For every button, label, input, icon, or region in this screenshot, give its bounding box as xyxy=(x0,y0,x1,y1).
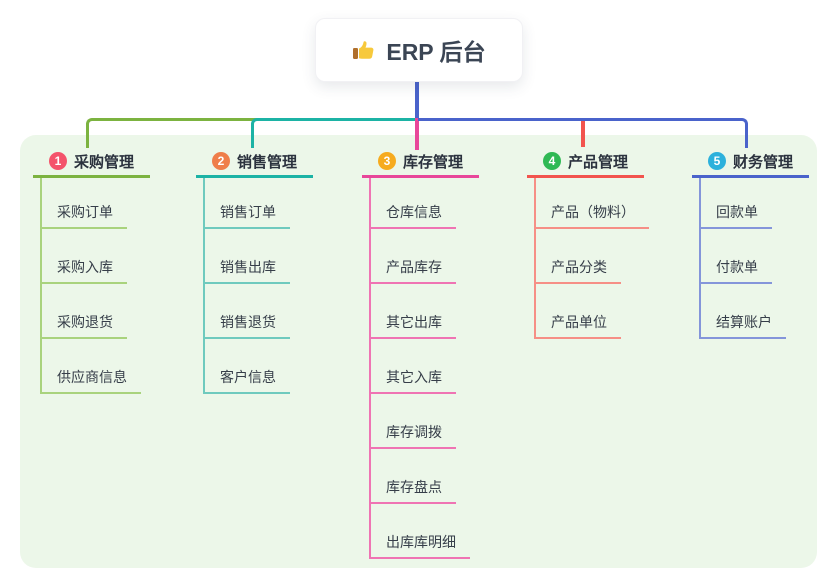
branch-label: 销售管理 xyxy=(236,153,297,171)
leaf-node[interactable]: 产品单位 xyxy=(536,284,649,339)
branch-node-1[interactable]: 1 采购管理 xyxy=(33,147,150,178)
connector-branch-5 xyxy=(418,118,748,148)
branch-label: 财务管理 xyxy=(732,153,793,171)
thumbs-up-icon xyxy=(352,38,376,62)
leaf-label: 采购入库 xyxy=(42,257,127,284)
leaf-label: 销售退货 xyxy=(205,312,290,339)
leaf-label: 仓库信息 xyxy=(371,202,456,229)
leaf-node[interactable]: 客户信息 xyxy=(205,339,290,394)
branch-label: 产品管理 xyxy=(567,153,628,171)
leaf-node[interactable]: 库存调拨 xyxy=(371,394,470,449)
leaf-label: 出库库明细 xyxy=(371,532,470,559)
leaf-node[interactable]: 采购订单 xyxy=(42,178,141,229)
leaf-node[interactable]: 销售出库 xyxy=(205,229,290,284)
leaf-label: 采购退货 xyxy=(42,312,127,339)
leaf-label: 库存盘点 xyxy=(371,477,456,504)
leaf-node[interactable]: 其它入库 xyxy=(371,339,470,394)
leaf-node[interactable]: 库存盘点 xyxy=(371,449,470,504)
leaf-node[interactable]: 产品分类 xyxy=(536,229,649,284)
leaf-node[interactable]: 采购入库 xyxy=(42,229,141,284)
root-title: ERP 后台 xyxy=(386,39,486,65)
branch-badge-2: 2 xyxy=(211,152,230,170)
leaf-label: 产品（物料） xyxy=(536,202,649,229)
branch-children-5: 回款单付款单结算账户 xyxy=(699,178,786,339)
leaf-label: 客户信息 xyxy=(205,367,290,394)
connector-branch-2 xyxy=(251,118,419,148)
leaf-label: 供应商信息 xyxy=(42,367,141,394)
leaf-label: 产品单位 xyxy=(536,312,621,339)
leaf-node[interactable]: 采购退货 xyxy=(42,284,141,339)
branch-children-1: 采购订单采购入库采购退货供应商信息 xyxy=(40,178,141,394)
leaf-node[interactable]: 销售退货 xyxy=(205,284,290,339)
branch-children-4: 产品（物料） 产品分类产品单位 xyxy=(534,178,649,339)
leaf-label: 付款单 xyxy=(701,257,772,284)
leaf-label: 产品库存 xyxy=(371,257,456,284)
mindmap-panel xyxy=(20,135,817,568)
branch-node-3[interactable]: 3 库存管理 xyxy=(362,147,479,178)
leaf-node[interactable]: 销售订单 xyxy=(205,178,290,229)
leaf-label: 其它出库 xyxy=(371,312,456,339)
leaf-label: 结算账户 xyxy=(701,312,786,339)
leaf-node[interactable]: 产品（物料） xyxy=(536,178,649,229)
leaf-node[interactable]: 供应商信息 xyxy=(42,339,141,394)
leaf-node[interactable]: 仓库信息 xyxy=(371,178,470,229)
branch-node-4[interactable]: 4 产品管理 xyxy=(527,147,644,178)
branch-badge-3: 3 xyxy=(377,152,396,170)
branch-label: 库存管理 xyxy=(402,153,463,171)
branch-children-2: 销售订单销售出库销售退货客户信息 xyxy=(203,178,290,394)
leaf-label: 销售订单 xyxy=(205,202,290,229)
leaf-label: 回款单 xyxy=(701,202,772,229)
branch-node-5[interactable]: 5 财务管理 xyxy=(692,147,809,178)
branch-label: 采购管理 xyxy=(73,153,134,171)
leaf-label: 库存调拨 xyxy=(371,422,456,449)
leaf-node[interactable]: 出库库明细 xyxy=(371,504,470,559)
branch-badge-5: 5 xyxy=(707,152,726,170)
leaf-label: 产品分类 xyxy=(536,257,621,284)
branch-children-3: 仓库信息产品库存其它出库其它入库库存调拨库存盘点出库库明细 xyxy=(369,178,470,559)
leaf-node[interactable]: 产品库存 xyxy=(371,229,470,284)
leaf-label: 销售出库 xyxy=(205,257,290,284)
trunk-connector xyxy=(415,82,419,121)
leaf-node[interactable]: 结算账户 xyxy=(701,284,786,339)
leaf-node[interactable]: 回款单 xyxy=(701,178,786,229)
leaf-node[interactable]: 付款单 xyxy=(701,229,786,284)
leaf-label: 其它入库 xyxy=(371,367,456,394)
branch-badge-4: 4 xyxy=(542,152,561,170)
root-node-erp[interactable]: ERP 后台 xyxy=(315,18,523,82)
branch-badge-1: 1 xyxy=(48,152,67,170)
leaf-label: 采购订单 xyxy=(42,202,127,229)
branch-node-2[interactable]: 2 销售管理 xyxy=(196,147,313,178)
connector-branch-4 xyxy=(581,121,585,147)
leaf-node[interactable]: 其它出库 xyxy=(371,284,470,339)
connector-branch-3 xyxy=(415,118,419,150)
